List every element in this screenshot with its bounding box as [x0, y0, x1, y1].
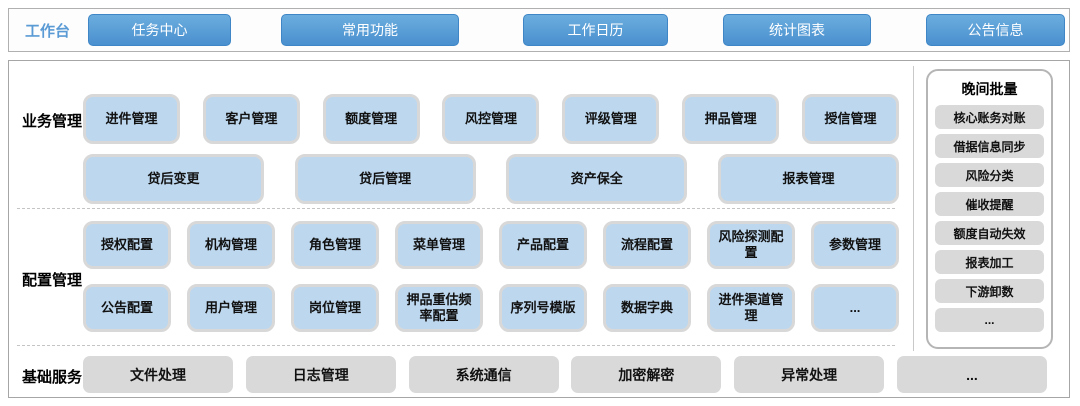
business-module-box[interactable]: 风控管理 — [442, 94, 540, 144]
business-module-box[interactable]: 授信管理 — [801, 94, 899, 144]
config-row-1: 授权配置 机构管理 角色管理 菜单管理 产品配置 流程配置 风险探测配置 参数管… — [83, 221, 899, 269]
workbench-button-statistics-charts[interactable]: 统计图表 — [723, 14, 872, 46]
dashed-divider — [17, 345, 895, 346]
config-module-box[interactable]: 机构管理 — [187, 221, 275, 269]
base-service-box[interactable]: 加密解密 — [571, 356, 722, 393]
config-module-box[interactable]: 岗位管理 — [291, 284, 379, 332]
section-label-business-mgmt: 业务管理 — [22, 113, 83, 130]
base-service-box[interactable]: ... — [896, 356, 1047, 393]
base-service-box[interactable]: 异常处理 — [734, 356, 885, 393]
config-module-box[interactable]: 数据字典 — [603, 284, 691, 332]
business-module-box[interactable]: 额度管理 — [322, 94, 420, 144]
config-module-box[interactable]: 风险探测配置 — [707, 221, 795, 269]
business-module-box[interactable]: 贷后变更 — [83, 154, 264, 204]
config-module-box[interactable]: 公告配置 — [83, 284, 171, 332]
config-module-box[interactable]: 菜单管理 — [395, 221, 483, 269]
config-module-box[interactable]: ... — [811, 284, 899, 332]
config-module-box[interactable]: 进件渠道管理 — [707, 284, 795, 332]
workbench-button-task-center[interactable]: 任务中心 — [88, 14, 232, 46]
business-module-box[interactable]: 客户管理 — [202, 94, 300, 144]
section-label-base-services: 基础服务 — [22, 369, 83, 386]
night-batch-item[interactable]: 催收提醒 — [935, 192, 1044, 216]
config-row-2: 公告配置 用户管理 岗位管理 押品重估频率配置 序列号模版 数据字典 进件渠道管… — [83, 284, 899, 332]
base-services-row: 文件处理 日志管理 系统通信 加密解密 异常处理 ... — [83, 356, 1047, 393]
workbench-button-common-functions[interactable]: 常用功能 — [281, 14, 460, 46]
business-module-box[interactable]: 押品管理 — [682, 94, 780, 144]
config-module-box[interactable]: 流程配置 — [603, 221, 691, 269]
night-batch-item[interactable]: 借据信息同步 — [935, 134, 1044, 158]
night-batch-item[interactable]: 额度自动失效 — [935, 221, 1044, 245]
workbench-button-work-calendar[interactable]: 工作日历 — [523, 14, 669, 46]
dashed-divider — [17, 208, 895, 209]
base-service-box[interactable]: 系统通信 — [408, 356, 559, 393]
config-module-box[interactable]: 押品重估频率配置 — [395, 284, 483, 332]
business-module-box[interactable]: 资产保全 — [506, 154, 688, 204]
workbench-label: 工作台 — [25, 22, 71, 40]
config-module-box[interactable]: 产品配置 — [499, 221, 587, 269]
workbench-bar: 工作台 任务中心 常用功能 工作日历 统计图表 公告信息 — [8, 8, 1070, 52]
night-batch-item[interactable]: 报表加工 — [935, 250, 1044, 274]
business-module-box[interactable]: 进件管理 — [83, 94, 180, 144]
config-module-box[interactable]: 角色管理 — [291, 221, 379, 269]
night-batch-item[interactable]: 核心账务对账 — [935, 105, 1044, 129]
config-module-box[interactable]: 用户管理 — [187, 284, 275, 332]
night-batch-item[interactable]: 下游卸数 — [935, 279, 1044, 303]
base-service-box[interactable]: 文件处理 — [83, 356, 233, 393]
section-label-config-mgmt: 配置管理 — [22, 272, 83, 289]
config-module-box[interactable]: 参数管理 — [811, 221, 899, 269]
config-module-box[interactable]: 授权配置 — [83, 221, 171, 269]
business-module-box[interactable]: 评级管理 — [562, 94, 660, 144]
business-row-1: 进件管理 客户管理 额度管理 风控管理 评级管理 押品管理 授信管理 — [83, 94, 899, 144]
night-batch-item[interactable]: ... — [935, 308, 1044, 332]
vertical-divider — [913, 66, 914, 351]
workbench-button-announcements[interactable]: 公告信息 — [926, 14, 1066, 46]
business-row-2: 贷后变更 贷后管理 资产保全 报表管理 — [83, 154, 899, 204]
base-service-box[interactable]: 日志管理 — [245, 356, 396, 393]
config-module-box[interactable]: 序列号模版 — [499, 284, 587, 332]
business-module-box[interactable]: 贷后管理 — [294, 154, 476, 204]
business-module-box[interactable]: 报表管理 — [717, 154, 899, 204]
night-batch-item[interactable]: 风险分类 — [935, 163, 1044, 187]
night-batch-title: 晚间批量 — [961, 81, 1018, 97]
night-batch-panel: 晚间批量 核心账务对账 借据信息同步 风险分类 催收提醒 额度自动失效 报表加工… — [926, 69, 1053, 349]
module-panel: 业务管理 配置管理 基础服务 进件管理 客户管理 额度管理 风控管理 评级管理 … — [8, 60, 1070, 398]
